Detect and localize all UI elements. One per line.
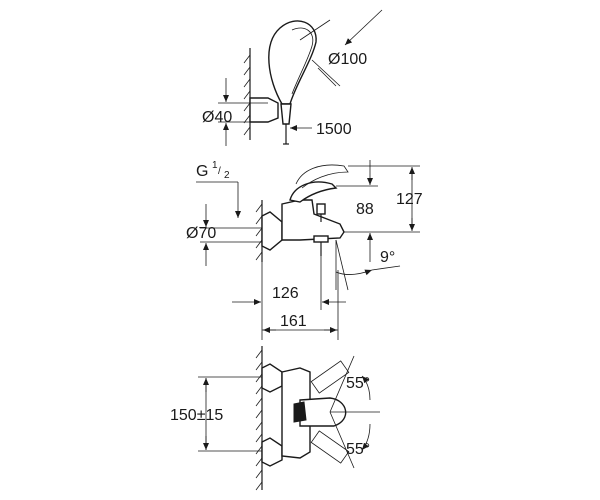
thread-denominator: 2 xyxy=(224,170,230,181)
centre-distance-label: 150±15 xyxy=(170,407,223,424)
spout-height-label: 88 xyxy=(356,201,374,218)
spout-angle-arc xyxy=(335,269,373,276)
angle-up-ray xyxy=(329,355,355,413)
diverter-knob xyxy=(316,203,326,215)
shower-head xyxy=(268,20,317,105)
lever-height-label: 127 xyxy=(396,191,423,208)
wall-hatch-front xyxy=(255,349,263,491)
shower-head-face xyxy=(291,27,314,95)
angle-down-arc xyxy=(361,423,371,451)
mixer-lever xyxy=(289,181,338,203)
connector-bottom xyxy=(261,437,283,467)
lever-logo-mark xyxy=(293,401,307,423)
lever-angle-up-label: 55° xyxy=(346,375,370,392)
spray-diameter-ext-2 xyxy=(311,59,341,87)
mixer-body xyxy=(281,199,345,241)
spout-outlet xyxy=(313,235,329,243)
wall-escutcheon xyxy=(261,211,283,251)
lever-ghost-outline xyxy=(295,164,349,189)
escutcheon-diameter-label: Ø70 xyxy=(186,225,216,242)
angle-up-arc xyxy=(361,375,371,401)
spray-diameter-ext-1 xyxy=(299,19,331,41)
bracket-diameter-label: Ø40 xyxy=(202,109,232,126)
side-elevation-view: G 1 / 2 Ø70 127 88 9° 126 xyxy=(186,160,423,340)
thread-g-label: G xyxy=(196,163,208,180)
total-projection-label: 161 xyxy=(280,313,307,330)
shower-bracket xyxy=(249,97,279,123)
thread-slash: / xyxy=(218,166,221,177)
spout-projection-label: 126 xyxy=(272,285,299,302)
angle-down-ray xyxy=(329,411,355,469)
spray-diameter-leader-1 xyxy=(344,9,383,46)
spray-diameter-label: Ø100 xyxy=(328,51,367,68)
hand-shower-view: Ø100 Ø40 1500 xyxy=(202,9,383,146)
lever-ghost-up xyxy=(310,360,350,394)
thread-numerator: 1 xyxy=(212,160,218,171)
spout-angle-line-1 xyxy=(335,239,349,291)
mixer-lever-front xyxy=(299,397,347,427)
lever-angle-down-label: 55° xyxy=(346,441,370,458)
hose-length-label: 1500 xyxy=(316,121,352,138)
lever-ghost-down xyxy=(310,430,350,464)
front-elevation-view: 150±15 55° 55° xyxy=(170,346,380,491)
spray-diameter-leader-2 xyxy=(317,67,337,87)
wall-hatch-top xyxy=(243,54,251,136)
shower-handle xyxy=(280,103,292,125)
spout-angle-label: 9° xyxy=(380,249,395,266)
connector-top xyxy=(261,363,283,393)
wall-hatch-side xyxy=(255,203,263,261)
